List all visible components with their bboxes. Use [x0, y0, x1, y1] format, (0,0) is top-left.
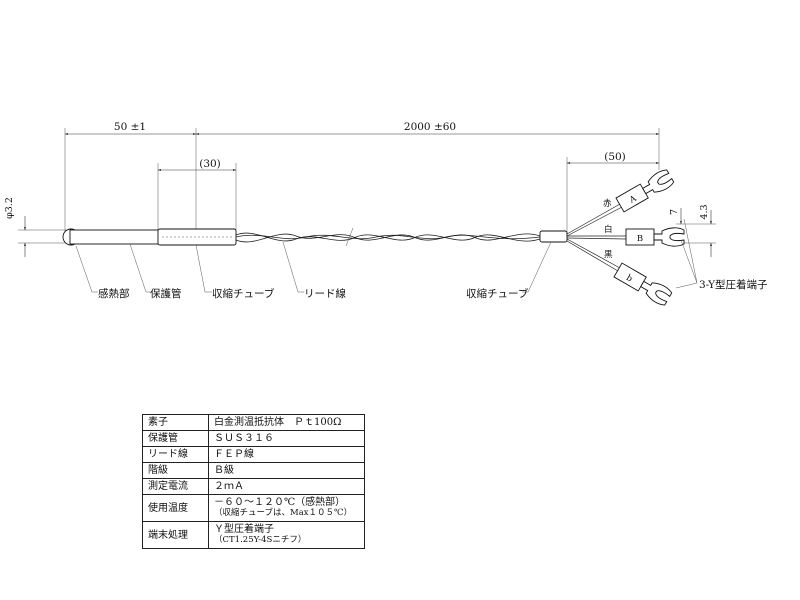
- spec-value: ２ｍＡ: [208, 478, 365, 495]
- spec-value: Ｂ級: [208, 462, 365, 479]
- shrink-tube-2: [539, 230, 568, 243]
- spec-key: 保護管: [142, 430, 209, 447]
- leader-lines: [75, 218, 698, 293]
- spec-key: 測定電流: [142, 478, 209, 495]
- terminal-label-b: B: [637, 234, 643, 244]
- spec-value: －６０～１２０℃（感熱部）（収縮チューブは、Max１０５℃）: [208, 494, 365, 522]
- label-sheath: 保護管: [150, 287, 182, 300]
- label-terminal: 3-Y型圧着端子: [699, 278, 768, 291]
- spec-value: 白金測温抵抗体 Ｐｔ100Ω: [208, 414, 365, 431]
- spec-value-line: （収縮チューブは、Max１０５℃）: [214, 508, 353, 518]
- spec-row: リード線 ＦＥＰ線: [142, 446, 365, 463]
- dim-terminal-offset: 7: [669, 209, 680, 215]
- spec-key: 端末処理: [142, 521, 209, 549]
- spec-key: 階級: [142, 462, 209, 479]
- sensor-assembly: [62, 228, 237, 246]
- spec-row: 素子白金測温抵抗体 Ｐｔ100Ω: [142, 414, 365, 431]
- spec-row: 測定電流 ２ｍＡ: [142, 478, 365, 495]
- label-sensor: 感熱部: [98, 287, 130, 300]
- spec-value-line: ＦＥＰ線: [214, 449, 254, 460]
- spec-row: 使用温度－６０～１２０℃（感熱部）（収縮チューブは、Max１０５℃）: [142, 494, 365, 522]
- spec-value-line: （CT1.25Y-4Sニチフ）: [214, 535, 307, 545]
- dimension-lines: [23, 132, 713, 257]
- dim-total-length: 2000 ±60: [404, 121, 456, 133]
- twisted-lead-wire: [235, 227, 541, 247]
- spec-value-line: －６０～１２０℃（感熱部）: [214, 497, 346, 508]
- spec-row: 階級 Ｂ級: [142, 462, 365, 479]
- terminal-label-b-lower: b: [624, 273, 634, 285]
- terminal-label-a: A: [627, 193, 639, 206]
- spec-value-line: ＳＵＳ３１６: [214, 433, 274, 444]
- dim-sleeve-length: (30): [199, 158, 221, 170]
- shrink-tube-1: [157, 228, 237, 246]
- spec-key: 素子: [142, 414, 209, 431]
- spec-key: リード線: [142, 446, 209, 463]
- spec-value: ＦＥＰ線: [208, 446, 365, 463]
- dim-fork-length: (50): [604, 151, 626, 163]
- spec-key: 使用温度: [142, 494, 209, 522]
- sheath-tube: [69, 229, 161, 245]
- spec-value-line: 白金測温抵抗体 Ｐｔ100Ω: [214, 417, 342, 428]
- spec-value-line: ２ｍＡ: [214, 481, 244, 492]
- wire-red-label: 赤: [603, 199, 612, 209]
- spec-value: Ｙ型圧着端子（CT1.25Y-4Sニチフ）: [208, 521, 365, 549]
- y-terminal-upper: A: [615, 169, 675, 213]
- spec-value: ＳＵＳ３１６: [208, 430, 365, 447]
- split-wires: [566, 203, 627, 272]
- spec-value-line: Ｙ型圧着端子: [214, 524, 274, 535]
- label-lead-wire: リード線: [304, 287, 346, 300]
- dim-sensor-length: 50 ±1: [114, 121, 146, 133]
- wire-white-label: 白: [604, 224, 613, 235]
- wire-black-label: 黒: [604, 250, 613, 260]
- dim-terminal-width: 4.3: [699, 204, 710, 219]
- y-terminal-lower: b: [613, 262, 673, 306]
- spec-row: 保護管 ＳＵＳ３１６: [142, 430, 365, 447]
- dim-diameter: φ3.2: [4, 197, 15, 219]
- label-shrink-tube-1: 収縮チューブ: [212, 287, 275, 300]
- y-terminal-middle: B: [625, 227, 685, 247]
- spec-value-line: Ｂ級: [214, 465, 234, 476]
- label-shrink-tube-2: 収縮チューブ: [466, 287, 529, 300]
